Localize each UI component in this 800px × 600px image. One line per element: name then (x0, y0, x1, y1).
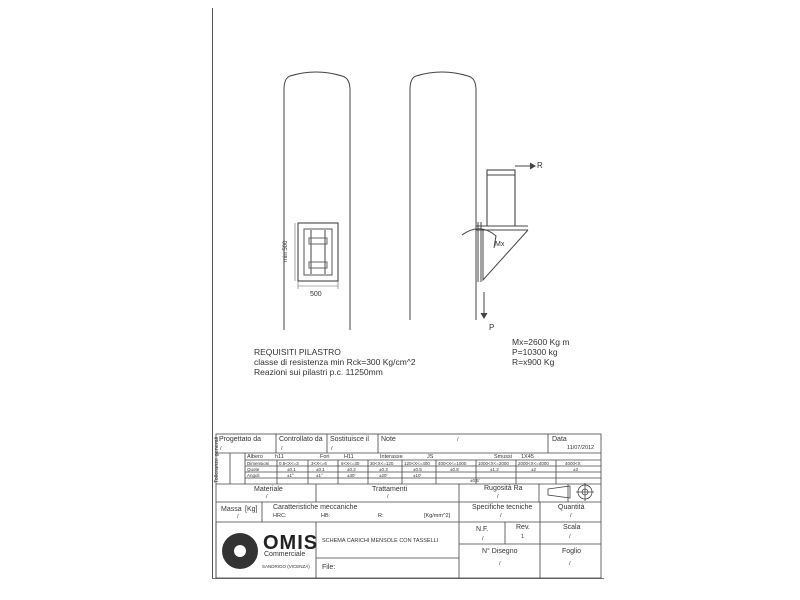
mass-value: / (237, 514, 239, 520)
chamfer-label: Smussi (494, 454, 513, 460)
dim-3: 30<X<=120 (370, 461, 394, 466)
company-name: OMIS (263, 532, 319, 554)
quote-5: ±0.8 (450, 467, 459, 472)
dim-7: 2000<X<=4000 (518, 461, 549, 466)
quote-6: ±1.2 (490, 467, 499, 472)
dim-8: 4000<X (565, 461, 581, 466)
tech-specs-label: Specifiche tecniche (472, 504, 533, 511)
file-label: File: (322, 564, 336, 571)
revision-value: 1 (521, 534, 525, 540)
hb-label: HB: (321, 513, 331, 519)
load-mx-value: Mx=2600 Kg m (512, 337, 570, 347)
drawing-description: SCHEMA CARICHI MENSOLE CON TASSELLI (322, 538, 439, 544)
shaft-tolerance: h11 (275, 454, 284, 460)
scale-label: Scala (563, 524, 581, 531)
dimensions-label: Dimensioni (247, 461, 270, 466)
date-label: Data (552, 436, 567, 443)
load-r-value: R=x900 Kg (512, 357, 555, 367)
notes-value: / (457, 437, 459, 443)
quote-1: ±0.1 (316, 467, 325, 472)
mass-unit: [Kg] (245, 506, 258, 513)
quote-2: ±0.2 (347, 467, 356, 472)
center-distance-tolerance: JS (427, 454, 434, 460)
load-p-label: P (489, 323, 494, 332)
dim-4: 120<X<=400 (404, 461, 430, 466)
quote-label: Quote (247, 467, 260, 472)
nf-value: / (482, 536, 484, 542)
dim-1: 3<X<=6 (311, 461, 327, 466)
loads-note: Mx=2600 Kg m P=10300 kg R=x900 Kg (512, 337, 569, 367)
checked-by-value: / (281, 446, 283, 452)
replaces-value: / (331, 446, 333, 452)
angle-2: ±30' (347, 473, 356, 478)
designed-by-label: Progettato da (219, 436, 262, 443)
revision-label: Rev. (516, 524, 530, 531)
sheet-border (212, 8, 605, 578)
requirements-note: REQUISITI PILASTRO classe di resistenza … (254, 347, 416, 377)
designed-by-value: / (220, 446, 222, 452)
pillar-left (283, 71, 351, 330)
replaces-label: Sostituisce il (330, 436, 369, 443)
angle-0: ±1° (287, 473, 294, 478)
center-distance-label: Interasse (380, 454, 403, 460)
sheet-bottom-border (212, 578, 604, 579)
hrc-label: HRC: (273, 513, 287, 519)
tech-specs-value: / (500, 513, 502, 519)
holes-label: Fori (320, 454, 330, 460)
angle-5: ±0.5' (470, 478, 480, 483)
mass-label: Massa (221, 506, 242, 513)
angle-3: ±20' (379, 473, 388, 478)
quote-8: ±3 (573, 467, 578, 472)
quantity-label: Quantità (558, 504, 585, 511)
angles-label: Angoli (247, 473, 260, 478)
dim-5: 400<X<=1000 (438, 461, 467, 466)
angle-4: ±10' (413, 473, 422, 478)
roughness-value: / (497, 494, 499, 500)
notes-label: Note (381, 436, 396, 443)
requirements-title: REQUISITI PILASTRO (254, 347, 341, 357)
drawing-number-value: / (499, 561, 501, 567)
load-p-value: P=10300 kg (512, 347, 558, 357)
chamfer-value: 1X45 (521, 454, 534, 460)
tolerance-label: Tolleranze generali (214, 436, 220, 483)
material-value: / (266, 494, 268, 500)
height-dim-label: min 500 (283, 240, 289, 262)
scale-value: / (569, 534, 571, 540)
company-subtitle: Commerciale (264, 551, 306, 558)
shaft-label: Albero (247, 454, 263, 460)
quote-3: ±0.3 (379, 467, 388, 472)
load-r-label: R (537, 161, 543, 170)
requirements-line-2: Reazioni sui pilastri p.c. 11250mm (254, 367, 383, 377)
angle-1: ±1° (316, 473, 323, 478)
load-mx-label: Mx (495, 241, 505, 248)
date-value: 11/07/2012 (567, 445, 595, 451)
quote-0: ±0.1 (287, 467, 296, 472)
strength-unit: [Kg/mm^2] (424, 513, 451, 519)
quote-7: ±2 (531, 467, 536, 472)
checked-by-label: Controllato da (279, 436, 323, 443)
dim-0: 0.5<X<=3 (279, 461, 299, 466)
nf-label: N.F. (476, 526, 489, 533)
quantity-value: / (570, 513, 572, 519)
treatments-label: Trattamenti (372, 486, 408, 493)
drawing-number-label: N° Disegno (482, 548, 518, 555)
quote-4: ±0.5 (413, 467, 422, 472)
company-city: SANDRIGO (VICENZA) (262, 564, 310, 569)
roughness-label: Rugosità Ra (484, 485, 523, 492)
sheet-label: Foglio (562, 548, 582, 555)
treatments-value: / (387, 494, 389, 500)
dim-2: 6<X<=30 (341, 461, 360, 466)
r-label: R: (378, 513, 384, 519)
requirements-line-1: classe di resistenza min Rck=300 Kg/cm^2 (254, 357, 416, 367)
material-label: Materiale (254, 486, 283, 493)
pillar-right (409, 71, 536, 320)
omis-logo-inner (234, 545, 246, 557)
width-dim-label: 500 (310, 291, 322, 298)
mech-properties-label: Caratteristiche meccaniche (273, 504, 358, 511)
sheet-value: / (569, 561, 571, 567)
dim-6: 1000<X<=2000 (478, 461, 509, 466)
holes-tolerance: H11 (344, 454, 354, 460)
